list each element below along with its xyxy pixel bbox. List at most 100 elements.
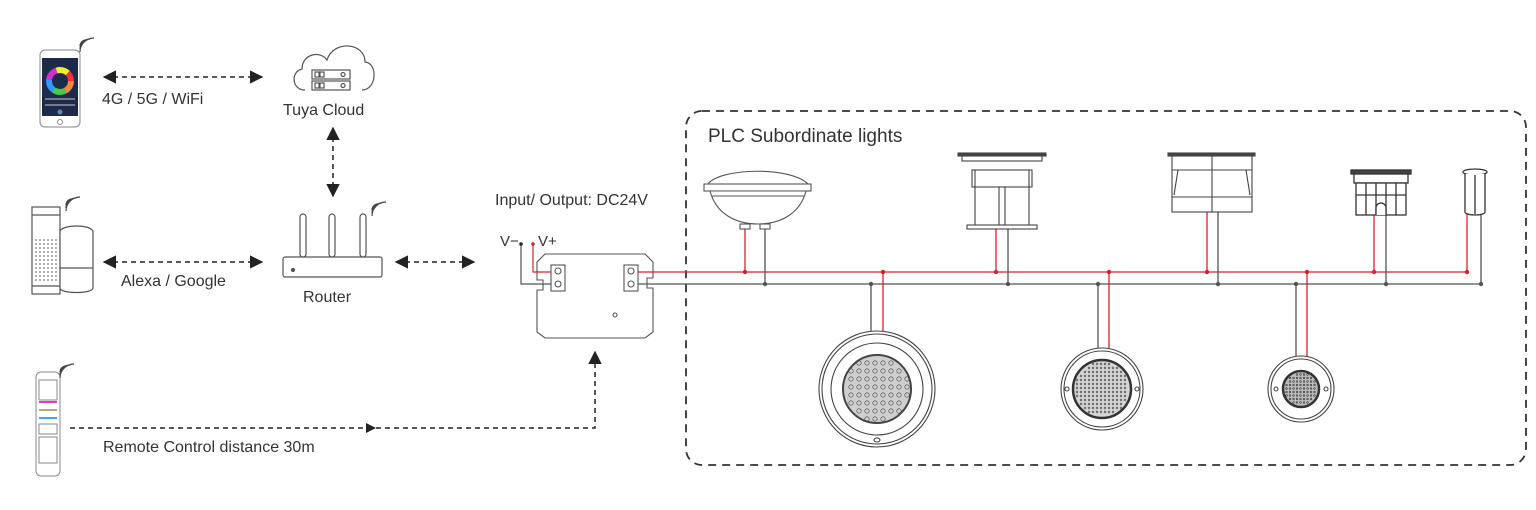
grille-hole bbox=[35, 251, 37, 253]
grille-hole bbox=[43, 247, 45, 249]
pool-light-large-icon bbox=[819, 331, 935, 447]
grille-hole bbox=[35, 247, 37, 249]
wireless-signal-icon bbox=[372, 202, 386, 216]
wire-junction bbox=[1096, 282, 1100, 286]
wire-junction bbox=[1294, 282, 1298, 286]
wire-junction bbox=[1205, 270, 1209, 274]
grille-hole bbox=[39, 267, 41, 269]
grille-hole bbox=[55, 259, 57, 261]
wire-junction bbox=[881, 270, 885, 274]
grille-hole bbox=[39, 251, 41, 253]
grille-hole bbox=[51, 267, 53, 269]
grille-hole bbox=[43, 259, 45, 261]
grille-hole bbox=[35, 243, 37, 245]
grille-hole bbox=[55, 251, 57, 253]
wire-junction bbox=[763, 282, 767, 286]
v-minus-label: V− bbox=[500, 233, 519, 250]
wireless-signal-icon bbox=[66, 197, 80, 211]
grille-hole bbox=[55, 279, 57, 281]
grille-hole bbox=[43, 267, 45, 269]
wire-junction bbox=[1305, 270, 1309, 274]
wireless-signal-icon bbox=[80, 38, 94, 52]
phone-link-label: 4G / 5G / WiFi bbox=[102, 91, 203, 109]
grille-hole bbox=[39, 275, 41, 277]
grille-hole bbox=[51, 271, 53, 273]
remote-controller-link bbox=[70, 352, 595, 428]
grille-hole bbox=[51, 243, 53, 245]
controller-label: Input/ Output: DC24V bbox=[495, 192, 648, 210]
par-lamp-icon bbox=[704, 171, 811, 229]
remote-control-icon bbox=[36, 372, 60, 476]
wire-junction bbox=[743, 270, 747, 274]
grille-hole bbox=[55, 275, 57, 277]
stake-light-icon bbox=[1463, 169, 1487, 215]
grille-hole bbox=[43, 263, 45, 265]
grille-hole bbox=[55, 243, 57, 245]
grille-hole bbox=[43, 275, 45, 277]
grille-hole bbox=[51, 247, 53, 249]
grille-hole bbox=[51, 259, 53, 261]
square-inground-icon bbox=[1168, 153, 1255, 212]
router-icon bbox=[283, 214, 382, 277]
grille-hole bbox=[51, 275, 53, 277]
grille-hole bbox=[51, 255, 53, 257]
remote-link-label: Remote Control distance 30m bbox=[103, 439, 315, 457]
grille-hole bbox=[55, 239, 57, 241]
grille-hole bbox=[47, 263, 49, 265]
grille-hole bbox=[35, 271, 37, 273]
grille-hole bbox=[43, 243, 45, 245]
grille-hole bbox=[35, 255, 37, 257]
grille-hole bbox=[47, 275, 49, 277]
grille-hole bbox=[39, 247, 41, 249]
grille-hole bbox=[35, 275, 37, 277]
pool-light-medium-icon bbox=[1061, 348, 1143, 430]
grille-hole bbox=[47, 259, 49, 261]
grille-hole bbox=[47, 255, 49, 257]
router-label: Router bbox=[303, 289, 351, 307]
wire-junction bbox=[869, 282, 873, 286]
plc-controller-icon bbox=[537, 254, 653, 338]
remote-link-arrow bbox=[366, 423, 376, 433]
grille-hole bbox=[35, 259, 37, 261]
grille-hole bbox=[55, 247, 57, 249]
grille-hole bbox=[51, 251, 53, 253]
inground-spot-icon bbox=[958, 153, 1046, 229]
grille-hole bbox=[55, 267, 57, 269]
grille-hole bbox=[51, 263, 53, 265]
grille-hole bbox=[39, 263, 41, 265]
grille-hole bbox=[47, 271, 49, 273]
wire-junction bbox=[1465, 270, 1469, 274]
wire-junction bbox=[1372, 270, 1376, 274]
voice-link-label: Alexa / Google bbox=[121, 273, 226, 291]
grille-hole bbox=[39, 255, 41, 257]
grille-hole bbox=[47, 267, 49, 269]
grille-hole bbox=[51, 279, 53, 281]
grille-hole bbox=[47, 251, 49, 253]
grille-hole bbox=[35, 239, 37, 241]
wire-junction bbox=[1006, 282, 1010, 286]
group-title: PLC Subordinate lights bbox=[708, 126, 902, 148]
grille-hole bbox=[39, 239, 41, 241]
grille-hole bbox=[47, 239, 49, 241]
grille-hole bbox=[39, 243, 41, 245]
grille-hole bbox=[35, 279, 37, 281]
grille-hole bbox=[43, 239, 45, 241]
grille-hole bbox=[47, 243, 49, 245]
grille-hole bbox=[39, 259, 41, 261]
wireless-signal-icon bbox=[60, 364, 74, 378]
wire-junction bbox=[1384, 282, 1388, 286]
smartphone-icon bbox=[40, 50, 80, 127]
mini-inground-icon bbox=[1351, 170, 1411, 215]
grille-hole bbox=[43, 251, 45, 253]
grille-hole bbox=[47, 279, 49, 281]
smart-speaker-icon bbox=[32, 207, 93, 294]
grille-hole bbox=[43, 279, 45, 281]
wire-junction bbox=[1107, 270, 1111, 274]
grille-hole bbox=[35, 263, 37, 265]
v-plus-label: V+ bbox=[538, 233, 557, 250]
grille-hole bbox=[39, 271, 41, 273]
cloud-icon bbox=[294, 46, 374, 90]
wire-junction bbox=[1216, 282, 1220, 286]
grille-hole bbox=[43, 255, 45, 257]
